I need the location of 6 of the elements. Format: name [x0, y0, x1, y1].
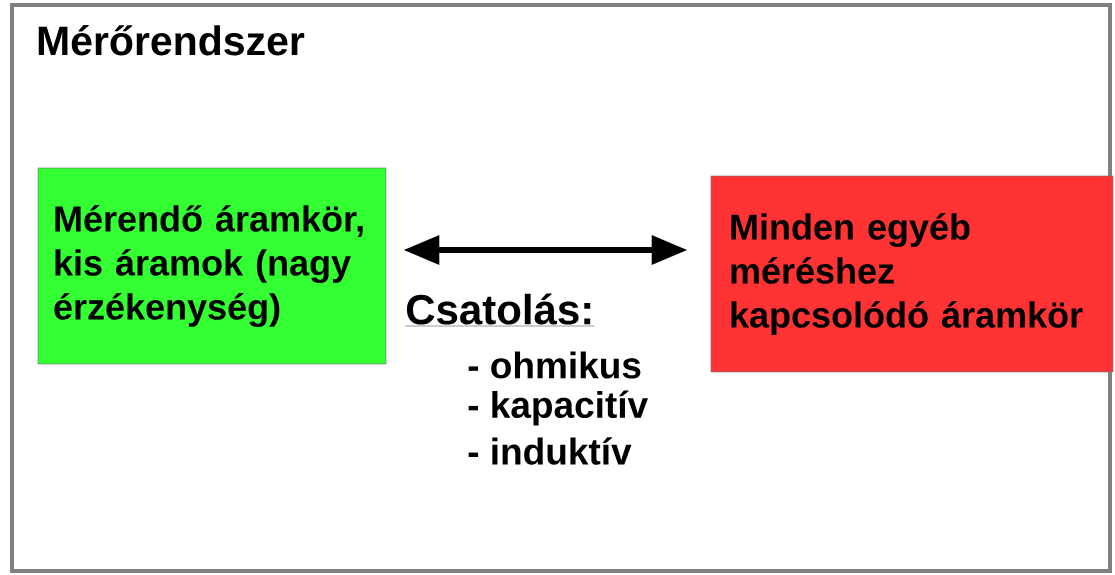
- heading-label: Csatolás:: [405, 293, 595, 327]
- circuit-box: Mérendő áramkör, kis áramok (nagy érzékenység): [37, 167, 387, 365]
- list-item: - induktív: [468, 437, 632, 465]
- list-item: - ohmikus: [468, 351, 641, 379]
- circuit-box: Minden egyéb méréshez kapcsolódó áramkör: [710, 175, 1114, 373]
- list-item: - kapacitív: [468, 390, 648, 426]
